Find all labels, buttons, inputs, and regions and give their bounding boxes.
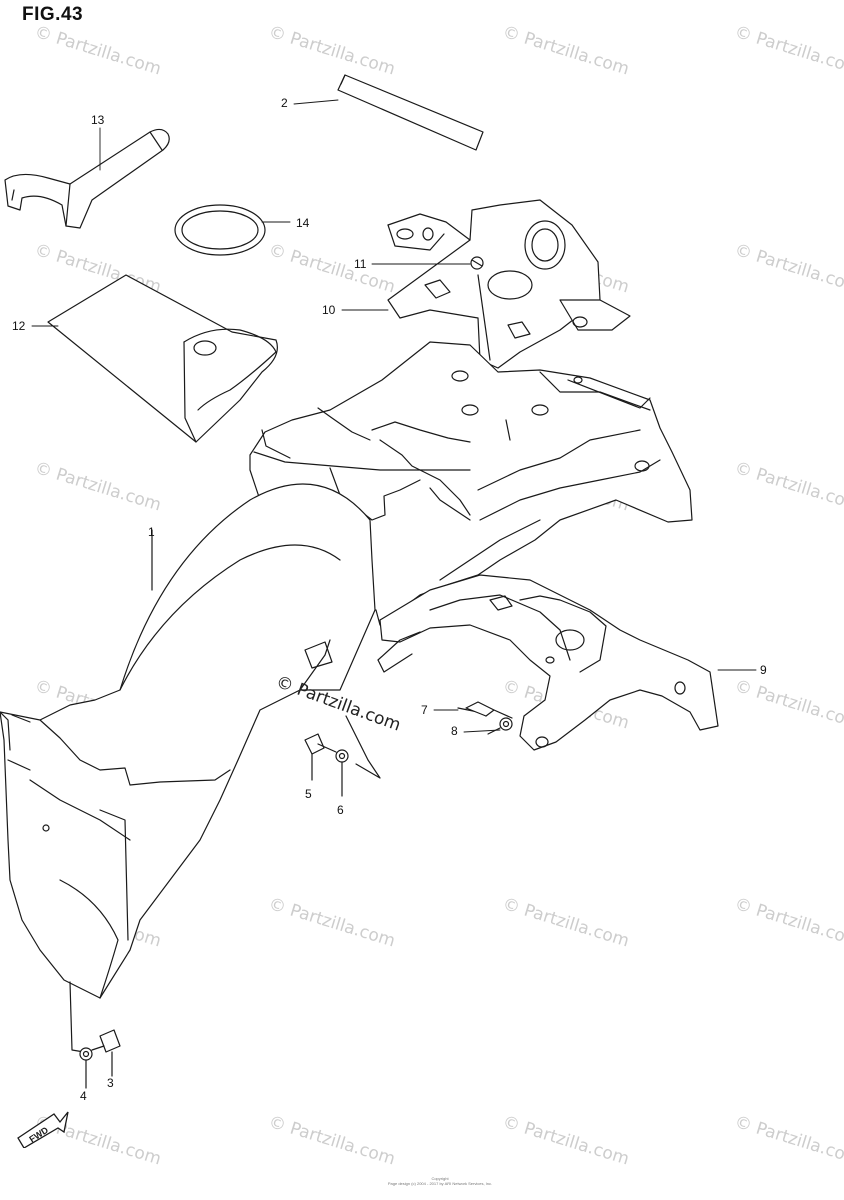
callout-11: 11 xyxy=(354,257,367,271)
figure-title: FIG.43 xyxy=(22,4,84,25)
part-5-6-bolts xyxy=(304,715,381,797)
callout-13: 13 xyxy=(91,113,105,127)
part-12-bag xyxy=(47,274,278,443)
callout-6: 6 xyxy=(337,803,344,817)
fwd-arrow-icon: FWD xyxy=(14,1108,72,1153)
callout-8: 8 xyxy=(451,724,458,738)
part-7-8-bolts xyxy=(457,701,513,735)
part-10-bracket xyxy=(387,199,631,369)
callout-1: 1 xyxy=(148,525,155,539)
callout-12: 12 xyxy=(12,319,26,333)
part-2-tape xyxy=(337,74,484,151)
callout-14: 14 xyxy=(296,216,310,230)
footer-line1: Copyright xyxy=(431,1176,449,1181)
copyright-footer: Copyright Page design (c) 2004 - 2017 by… xyxy=(380,1176,500,1186)
part-9-bracket xyxy=(377,574,719,751)
callout-4: 4 xyxy=(80,1089,87,1103)
part-1-fender xyxy=(0,483,376,1053)
callout-3: 3 xyxy=(107,1076,114,1090)
leader-lines xyxy=(31,99,757,733)
callout-9: 9 xyxy=(760,663,767,677)
part-14-ring xyxy=(174,204,266,256)
part-13-wrench xyxy=(4,128,170,229)
part-3-4-bolts xyxy=(79,1029,121,1089)
callout-10: 10 xyxy=(322,303,336,317)
callout-2: 2 xyxy=(281,96,288,110)
callout-7: 7 xyxy=(421,703,428,717)
callout-5: 5 xyxy=(305,787,312,801)
footer-line2: Page design (c) 2004 - 2017 by ARI Netwo… xyxy=(387,1181,493,1186)
